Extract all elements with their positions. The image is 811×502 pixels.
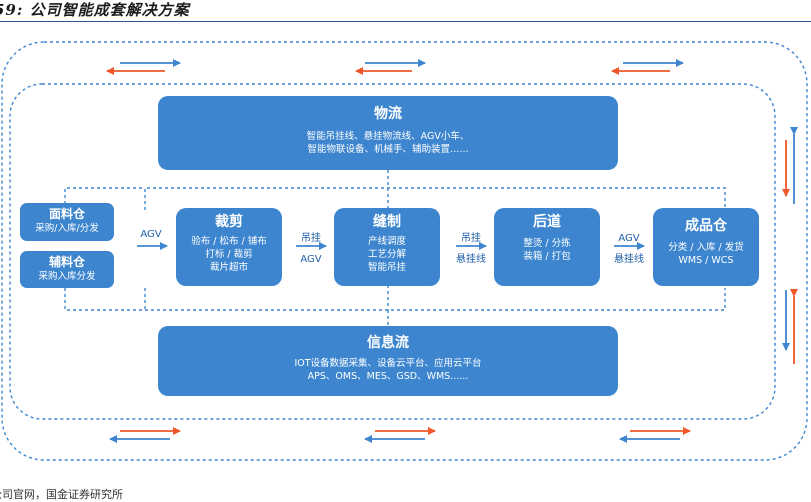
connector-label-3-bottom: 悬挂线 xyxy=(456,254,486,265)
connector-label-4-top: AGV xyxy=(618,233,640,244)
cutting-box: 裁剪 验布 / 松布 / 铺布 打标 / 裁剪 裁片超市 xyxy=(176,208,282,286)
finishing-line-2: 装箱 / 打包 xyxy=(523,251,571,262)
finishing-title: 后道 xyxy=(533,214,561,230)
cycle-arrows xyxy=(106,59,798,443)
sewing-line-3: 智能吊挂 xyxy=(367,262,406,273)
fabric-warehouse-box: 面料仓 采购/入库/分发 xyxy=(20,203,114,241)
connector-label-2-top: 吊挂 xyxy=(301,233,321,244)
finishing-line-1: 整烫 / 分拣 xyxy=(523,238,571,249)
info-flow-line-2: APS、OMS、MES、GSD、WMS...... xyxy=(307,371,469,382)
outer-loop xyxy=(1,41,808,461)
fabric-warehouse-line: 采购/入库/分发 xyxy=(35,223,99,234)
connector-label-3-top: 吊挂 xyxy=(461,233,481,244)
cutting-line-3: 裁片超市 xyxy=(209,262,248,273)
finishing-box: 后道 整烫 / 分拣 装箱 / 打包 xyxy=(494,208,600,286)
title-rule xyxy=(0,21,811,22)
finished-goods-warehouse-title: 成品仓 xyxy=(685,218,727,234)
finished-goods-warehouse-line-1: 分类 / 入库 / 发货 xyxy=(668,242,744,253)
connector-label-2-bottom: AGV xyxy=(300,254,322,265)
logistics-line-2: 智能物联设备、机械手、辅助装置…... xyxy=(307,144,469,155)
finished-goods-warehouse-box: 成品仓 分类 / 入库 / 发货 WMS / WCS xyxy=(653,208,759,286)
fabric-warehouse-title: 面料仓 xyxy=(48,207,85,221)
accessory-warehouse-line: 采购入库分发 xyxy=(38,271,96,282)
info-flow-line-1: IOT设备数据采集、设备云平台、应用云平台 xyxy=(294,358,482,369)
source-note: 公司官网，国金证券研究所 xyxy=(0,488,123,501)
accessory-warehouse-box: 辅料仓 采购入库分发 xyxy=(20,251,114,288)
figure-title: 59: 公司智能成套解决方案 xyxy=(0,1,190,19)
process-bus xyxy=(64,170,726,326)
cutting-title: 裁剪 xyxy=(215,214,243,230)
inner-loop xyxy=(9,83,776,420)
sewing-title: 缝制 xyxy=(373,214,401,230)
sewing-line-2: 工艺分解 xyxy=(367,249,406,260)
connector-label-4-bottom: 悬挂线 xyxy=(614,254,644,265)
sewing-line-1: 产线调度 xyxy=(367,236,406,247)
logistics-line-1: 智能吊挂线、悬挂物流线、AGV小车、 xyxy=(306,131,470,142)
sewing-box: 缝制 产线调度 工艺分解 智能吊挂 xyxy=(334,208,440,286)
info-flow-box: 信息流 IOT设备数据采集、设备云平台、应用云平台 APS、OMS、MES、GS… xyxy=(158,326,618,396)
finished-goods-warehouse-line-2: WMS / WCS xyxy=(678,255,734,266)
cutting-line-1: 验布 / 松布 / 铺布 xyxy=(191,236,267,247)
logistics-title: 物流 xyxy=(374,106,402,122)
connector-label-agv-1: AGV xyxy=(140,229,162,240)
logistics-box: 物流 智能吊挂线、悬挂物流线、AGV小车、 智能物联设备、机械手、辅助装置…..… xyxy=(158,96,618,170)
accessory-warehouse-title: 辅料仓 xyxy=(48,255,85,269)
cutting-line-2: 打标 / 裁剪 xyxy=(205,249,253,260)
info-flow-title: 信息流 xyxy=(367,335,409,351)
